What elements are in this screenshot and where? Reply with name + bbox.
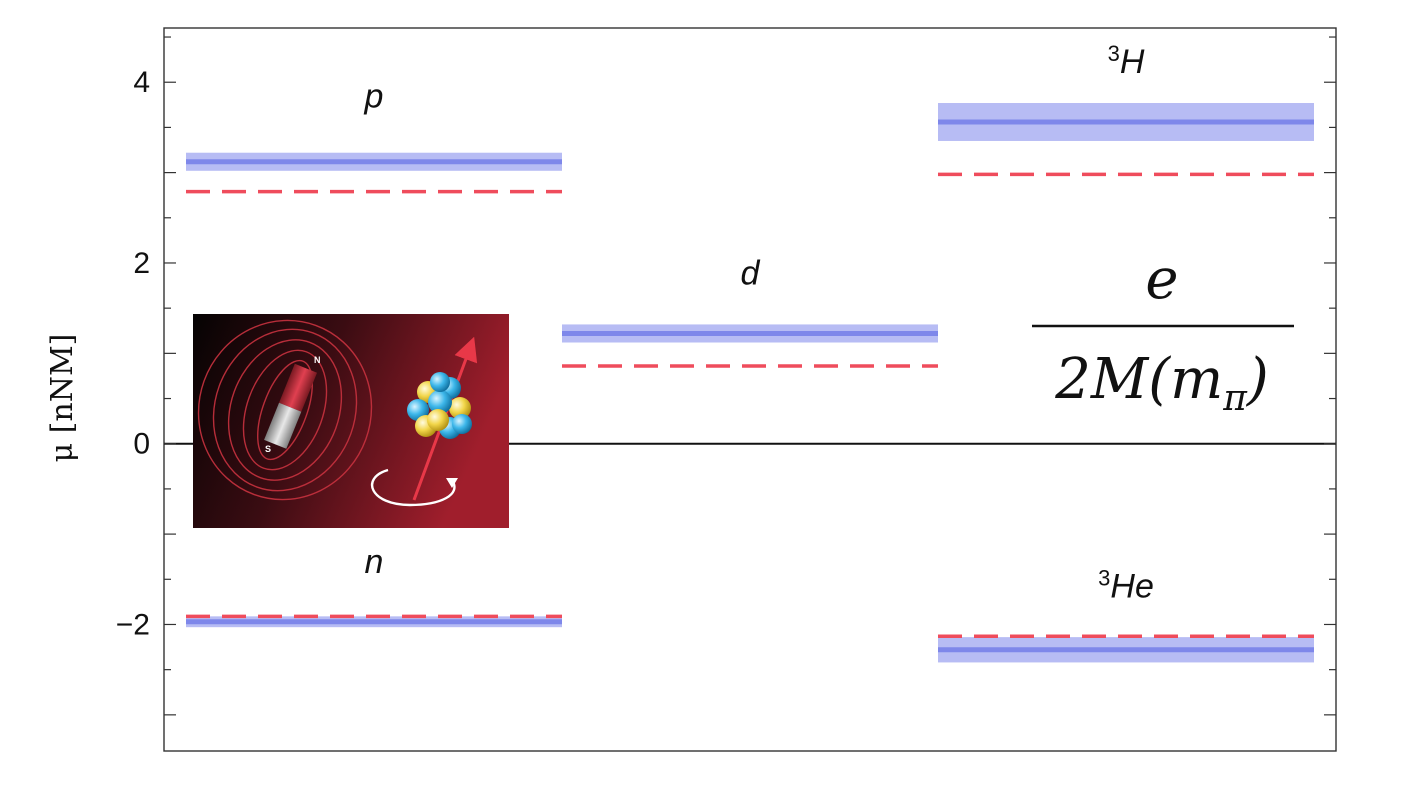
y-axis-ticks: 4 2 0 −2 [116,36,1336,716]
particle-label-d: d [741,255,761,293]
data-bands [186,103,1314,663]
y-tick-label: 2 [133,247,150,280]
bar-magnet [264,363,318,449]
particle-label-h: 3H [1108,41,1145,81]
formula-denominator: 2M(mπ) [1054,347,1268,419]
particle-label-p: p [364,78,384,116]
y-tick-label: 0 [133,428,150,461]
particle-labels: p n d 3H 3He [364,41,1154,605]
rotation-arrow [370,468,456,507]
magnet-nucleus-illustration: N S [193,314,509,528]
y-tick-label: 4 [133,66,150,99]
particle-label-he: 3He [1098,565,1154,605]
y-tick-label: −2 [116,608,150,641]
plot-border [163,27,1337,752]
nucleus [407,372,472,439]
field-lines [197,319,373,501]
pole-s-label: S [265,444,271,454]
y-axis-label: μ [nNM] [45,334,80,463]
pole-n-label: N [314,355,321,365]
formula: e 2M(mπ) [1032,247,1294,419]
particle-label-n: n [365,543,384,581]
formula-numerator: e [1145,247,1178,312]
